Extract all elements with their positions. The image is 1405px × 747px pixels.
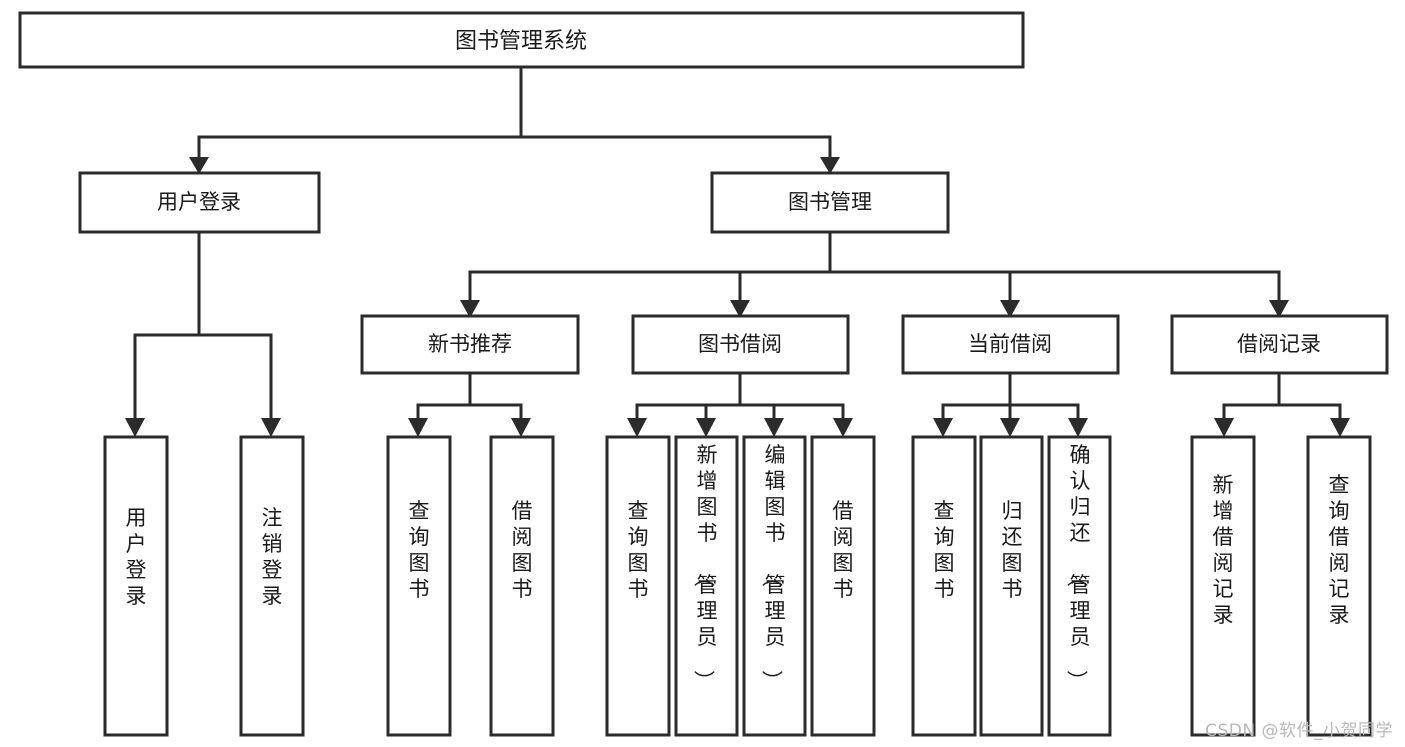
leaf-confirm-return-admin-label: 确认归还（管理员）	[1065, 443, 1091, 691]
node-user-login-box[interactable]	[78, 171, 321, 234]
arrow-to-user-login	[189, 157, 209, 174]
arrow-leaf-query-book-1	[408, 418, 428, 437]
arrow-to-book-management	[820, 157, 840, 174]
node-book-management[interactable]: 图书管理	[710, 171, 950, 234]
arrow-to-borrow-record	[1269, 300, 1289, 318]
arrow-to-current-borrow	[1000, 300, 1020, 318]
leaf-borrow-book-2[interactable]: 借阅图书	[810, 435, 876, 737]
leaf-edit-book-admin-label: 编辑图书（管理员）	[760, 443, 786, 691]
node-root-label: 图书管理系统	[455, 29, 587, 54]
leaf-logout-login-label: 注销登录	[262, 506, 283, 608]
arrow-leaf-user-login	[125, 418, 145, 437]
leaf-query-book-1-box[interactable]	[386, 435, 452, 737]
leaf-logout-login[interactable]: 注销登录	[239, 435, 305, 737]
arrow-leaf-logout-login	[261, 418, 281, 437]
arrow-leaf-query-book-3	[933, 418, 953, 437]
node-root[interactable]: 图书管理系统	[18, 11, 1025, 69]
leaf-borrow-book-2-label: 借阅图书	[833, 499, 854, 601]
leaf-add-book-admin-label: 新增图书（管理员）	[692, 443, 718, 691]
node-borrow-record[interactable]: 借阅记录	[1170, 314, 1389, 375]
leaf-confirm-return-admin-box[interactable]	[1047, 435, 1112, 737]
leaf-query-book-1-label: 查询图书	[409, 499, 430, 601]
arrow-leaf-query-borrow-record	[1330, 418, 1350, 437]
leaf-edit-book-admin[interactable]: 编辑图书（管理员）	[742, 435, 807, 737]
leaf-add-borrow-record[interactable]: 新增借阅记录	[1190, 435, 1256, 737]
node-current-borrow[interactable]: 当前借阅	[901, 314, 1120, 375]
leaf-add-book-admin-box[interactable]	[674, 435, 739, 737]
leaf-add-borrow-record-box[interactable]	[1190, 435, 1256, 737]
arrow-leaf-add-book-admin	[696, 418, 716, 437]
leaf-query-book-3-label: 查询图书	[934, 499, 955, 601]
node-book-borrow[interactable]: 图书借阅	[631, 314, 850, 375]
arrow-leaf-query-book-2	[627, 418, 647, 437]
arrow-leaf-confirm-return-admin	[1068, 418, 1088, 437]
watermark-text: CSDN @软件_小贺同学	[1205, 721, 1393, 741]
arrow-leaf-borrow-book-1	[511, 418, 531, 437]
leaf-user-login-box[interactable]	[103, 435, 169, 737]
leaf-borrow-book-1-label: 借阅图书	[512, 499, 533, 601]
leaf-return-book[interactable]: 归还图书	[979, 435, 1044, 737]
connector-layer	[125, 65, 1350, 437]
leaf-query-borrow-record[interactable]: 查询借阅记录	[1306, 435, 1372, 737]
arrow-to-new-book-recommend	[460, 300, 480, 318]
leaf-user-login-label: 用户登录	[126, 506, 147, 608]
leaf-confirm-return-admin[interactable]: 确认归还（管理员）	[1047, 435, 1112, 737]
leaf-user-login[interactable]: 用户登录	[103, 435, 169, 737]
leaf-logout-login-box[interactable]	[239, 435, 305, 737]
leaf-query-book-3-box[interactable]	[911, 435, 977, 737]
node-book-management-label: 图书管理	[788, 190, 872, 214]
node-borrow-record-label: 借阅记录	[1237, 332, 1321, 356]
node-book-borrow-box[interactable]	[631, 314, 850, 375]
node-book-management-box[interactable]	[710, 171, 950, 234]
leaf-borrow-book-1-box[interactable]	[489, 435, 555, 737]
node-root-box[interactable]	[18, 11, 1025, 69]
leaf-query-borrow-record-box[interactable]	[1306, 435, 1372, 737]
node-new-book-recommend[interactable]: 新书推荐	[360, 314, 580, 375]
node-new-book-recommend-label: 新书推荐	[428, 332, 512, 356]
node-book-borrow-label: 图书借阅	[698, 332, 782, 356]
leaf-query-book-2-label: 查询图书	[628, 499, 649, 601]
leaf-borrow-book-1[interactable]: 借阅图书	[489, 435, 555, 737]
leaf-edit-book-admin-box[interactable]	[742, 435, 807, 737]
leaf-query-book-1[interactable]: 查询图书	[386, 435, 452, 737]
leaf-return-book-label: 归还图书	[1002, 499, 1023, 601]
leaf-query-book-2[interactable]: 查询图书	[605, 435, 671, 737]
node-current-borrow-box[interactable]	[901, 314, 1120, 375]
arrow-leaf-borrow-book-2	[833, 418, 853, 437]
node-current-borrow-label: 当前借阅	[968, 332, 1052, 356]
leaf-return-book-box[interactable]	[979, 435, 1044, 737]
leaf-query-book-3[interactable]: 查询图书	[911, 435, 977, 737]
leaf-add-book-admin[interactable]: 新增图书（管理员）	[674, 435, 739, 737]
node-new-book-recommend-box[interactable]	[360, 314, 580, 375]
arrow-leaf-return-book	[1000, 418, 1020, 437]
arrow-to-book-borrow	[730, 300, 750, 318]
leaf-add-borrow-record-label: 新增借阅记录	[1213, 473, 1234, 627]
node-user-login[interactable]: 用户登录	[78, 171, 321, 234]
leaf-query-borrow-record-label: 查询借阅记录	[1329, 473, 1350, 627]
node-user-login-label: 用户登录	[157, 190, 241, 214]
leaf-borrow-book-2-box[interactable]	[810, 435, 876, 737]
arrow-leaf-add-borrow-record	[1214, 418, 1234, 437]
arrow-leaf-edit-book-admin	[764, 418, 784, 437]
leaf-query-book-2-box[interactable]	[605, 435, 671, 737]
node-borrow-record-box[interactable]	[1170, 314, 1389, 375]
